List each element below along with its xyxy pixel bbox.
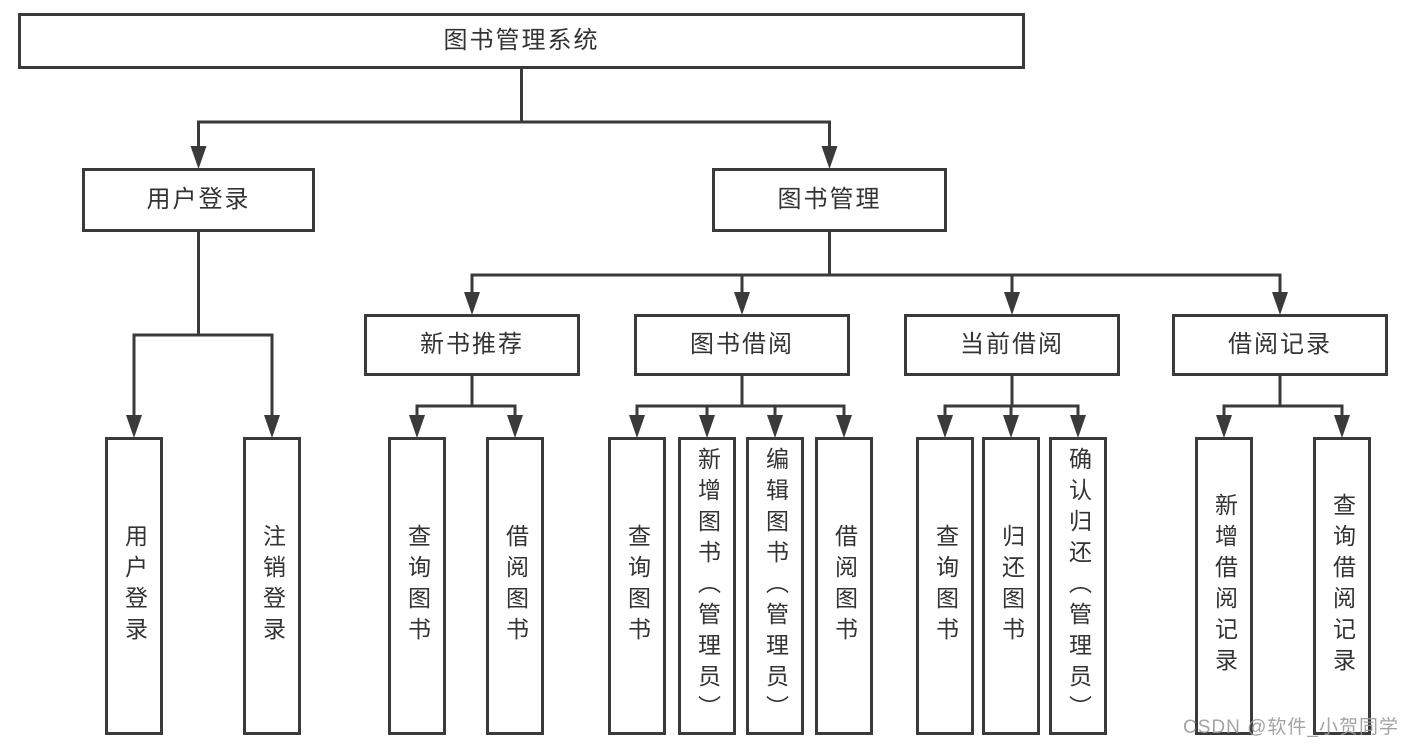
node-leaf-cur-return: 归还图书 xyxy=(982,437,1040,735)
node-label-leaf-bor-borrow: 借阅图书 xyxy=(831,524,858,648)
node-leaf-rec-borrow: 借阅图书 xyxy=(486,437,544,735)
arrowhead-icon xyxy=(629,415,645,438)
node-label-current-borrow: 当前借阅 xyxy=(960,331,1064,358)
arrowhead-icon xyxy=(1334,415,1350,438)
arrowhead-icon xyxy=(1003,415,1019,438)
arrowhead-icon xyxy=(836,415,852,438)
arrowhead-icon xyxy=(464,292,480,315)
node-label-leaf-rec-query: 查询图书 xyxy=(404,524,431,648)
node-label-leaf-recd-query: 查询借阅记录 xyxy=(1329,493,1356,679)
arrowhead-icon xyxy=(507,415,523,438)
node-leaf-bor-borrow: 借阅图书 xyxy=(815,437,873,735)
node-leaf-cur-confirm: 确认归还（管理员） xyxy=(1049,437,1107,735)
arrowhead-icon xyxy=(767,415,783,438)
node-leaf-bor-edit: 编辑图书（管理员） xyxy=(746,437,804,735)
node-label-leaf-bor-edit: 编辑图书（管理员） xyxy=(762,446,789,726)
node-book-borrow: 图书借阅 xyxy=(634,314,850,376)
node-label-new-book-rec: 新书推荐 xyxy=(420,331,524,358)
node-leaf-bor-query: 查询图书 xyxy=(608,437,666,735)
arrowhead-icon xyxy=(699,415,715,438)
node-label-leaf-cur-query: 查询图书 xyxy=(932,524,959,648)
node-label-user-login: 用户登录 xyxy=(146,186,251,213)
node-borrow-records: 借阅记录 xyxy=(1172,314,1388,376)
node-label-leaf-user-login: 用户登录 xyxy=(121,524,148,648)
node-label-leaf-bor-query: 查询图书 xyxy=(624,524,651,648)
node-book-mgmt: 图书管理 xyxy=(712,168,947,232)
node-new-book-rec: 新书推荐 xyxy=(364,314,580,376)
arrowhead-icon xyxy=(126,415,142,438)
node-label-borrow-records: 借阅记录 xyxy=(1228,331,1332,358)
watermark: CSDN @软件_小贺同学 xyxy=(1183,717,1399,738)
node-label-leaf-rec-borrow: 借阅图书 xyxy=(502,524,529,648)
node-label-leaf-bor-add: 新增图书（管理员） xyxy=(694,446,721,726)
arrowhead-icon xyxy=(1004,292,1020,315)
node-leaf-rec-query: 查询图书 xyxy=(388,437,446,735)
node-leaf-cur-query: 查询图书 xyxy=(916,437,974,735)
arrowhead-icon xyxy=(190,146,207,169)
arrowhead-icon xyxy=(409,415,425,438)
arrowhead-icon xyxy=(734,292,750,315)
node-leaf-user-login: 用户登录 xyxy=(105,437,163,735)
node-label-leaf-cur-confirm: 确认归还（管理员） xyxy=(1065,446,1092,726)
node-label-book-mgmt: 图书管理 xyxy=(777,186,882,213)
node-leaf-recd-query: 查询借阅记录 xyxy=(1313,437,1371,735)
arrowhead-icon xyxy=(264,415,280,438)
node-label-leaf-recd-add: 新增借阅记录 xyxy=(1211,493,1238,679)
node-label-book-borrow: 图书借阅 xyxy=(690,331,794,358)
node-leaf-logout: 注销登录 xyxy=(243,437,301,735)
arrowhead-icon xyxy=(821,146,838,169)
arrowhead-icon xyxy=(1216,415,1232,438)
node-leaf-bor-add: 新增图书（管理员） xyxy=(678,437,736,735)
node-root: 图书管理系统 xyxy=(18,13,1025,69)
node-current-borrow: 当前借阅 xyxy=(904,314,1120,376)
node-user-login: 用户登录 xyxy=(82,168,315,232)
arrowhead-icon xyxy=(937,415,953,438)
node-label-leaf-logout: 注销登录 xyxy=(259,524,286,648)
node-label-root: 图书管理系统 xyxy=(443,27,600,54)
node-label-leaf-cur-return: 归还图书 xyxy=(998,524,1025,648)
node-leaf-recd-add: 新增借阅记录 xyxy=(1195,437,1253,735)
arrowhead-icon xyxy=(1272,292,1288,315)
arrowhead-icon xyxy=(1070,415,1086,438)
